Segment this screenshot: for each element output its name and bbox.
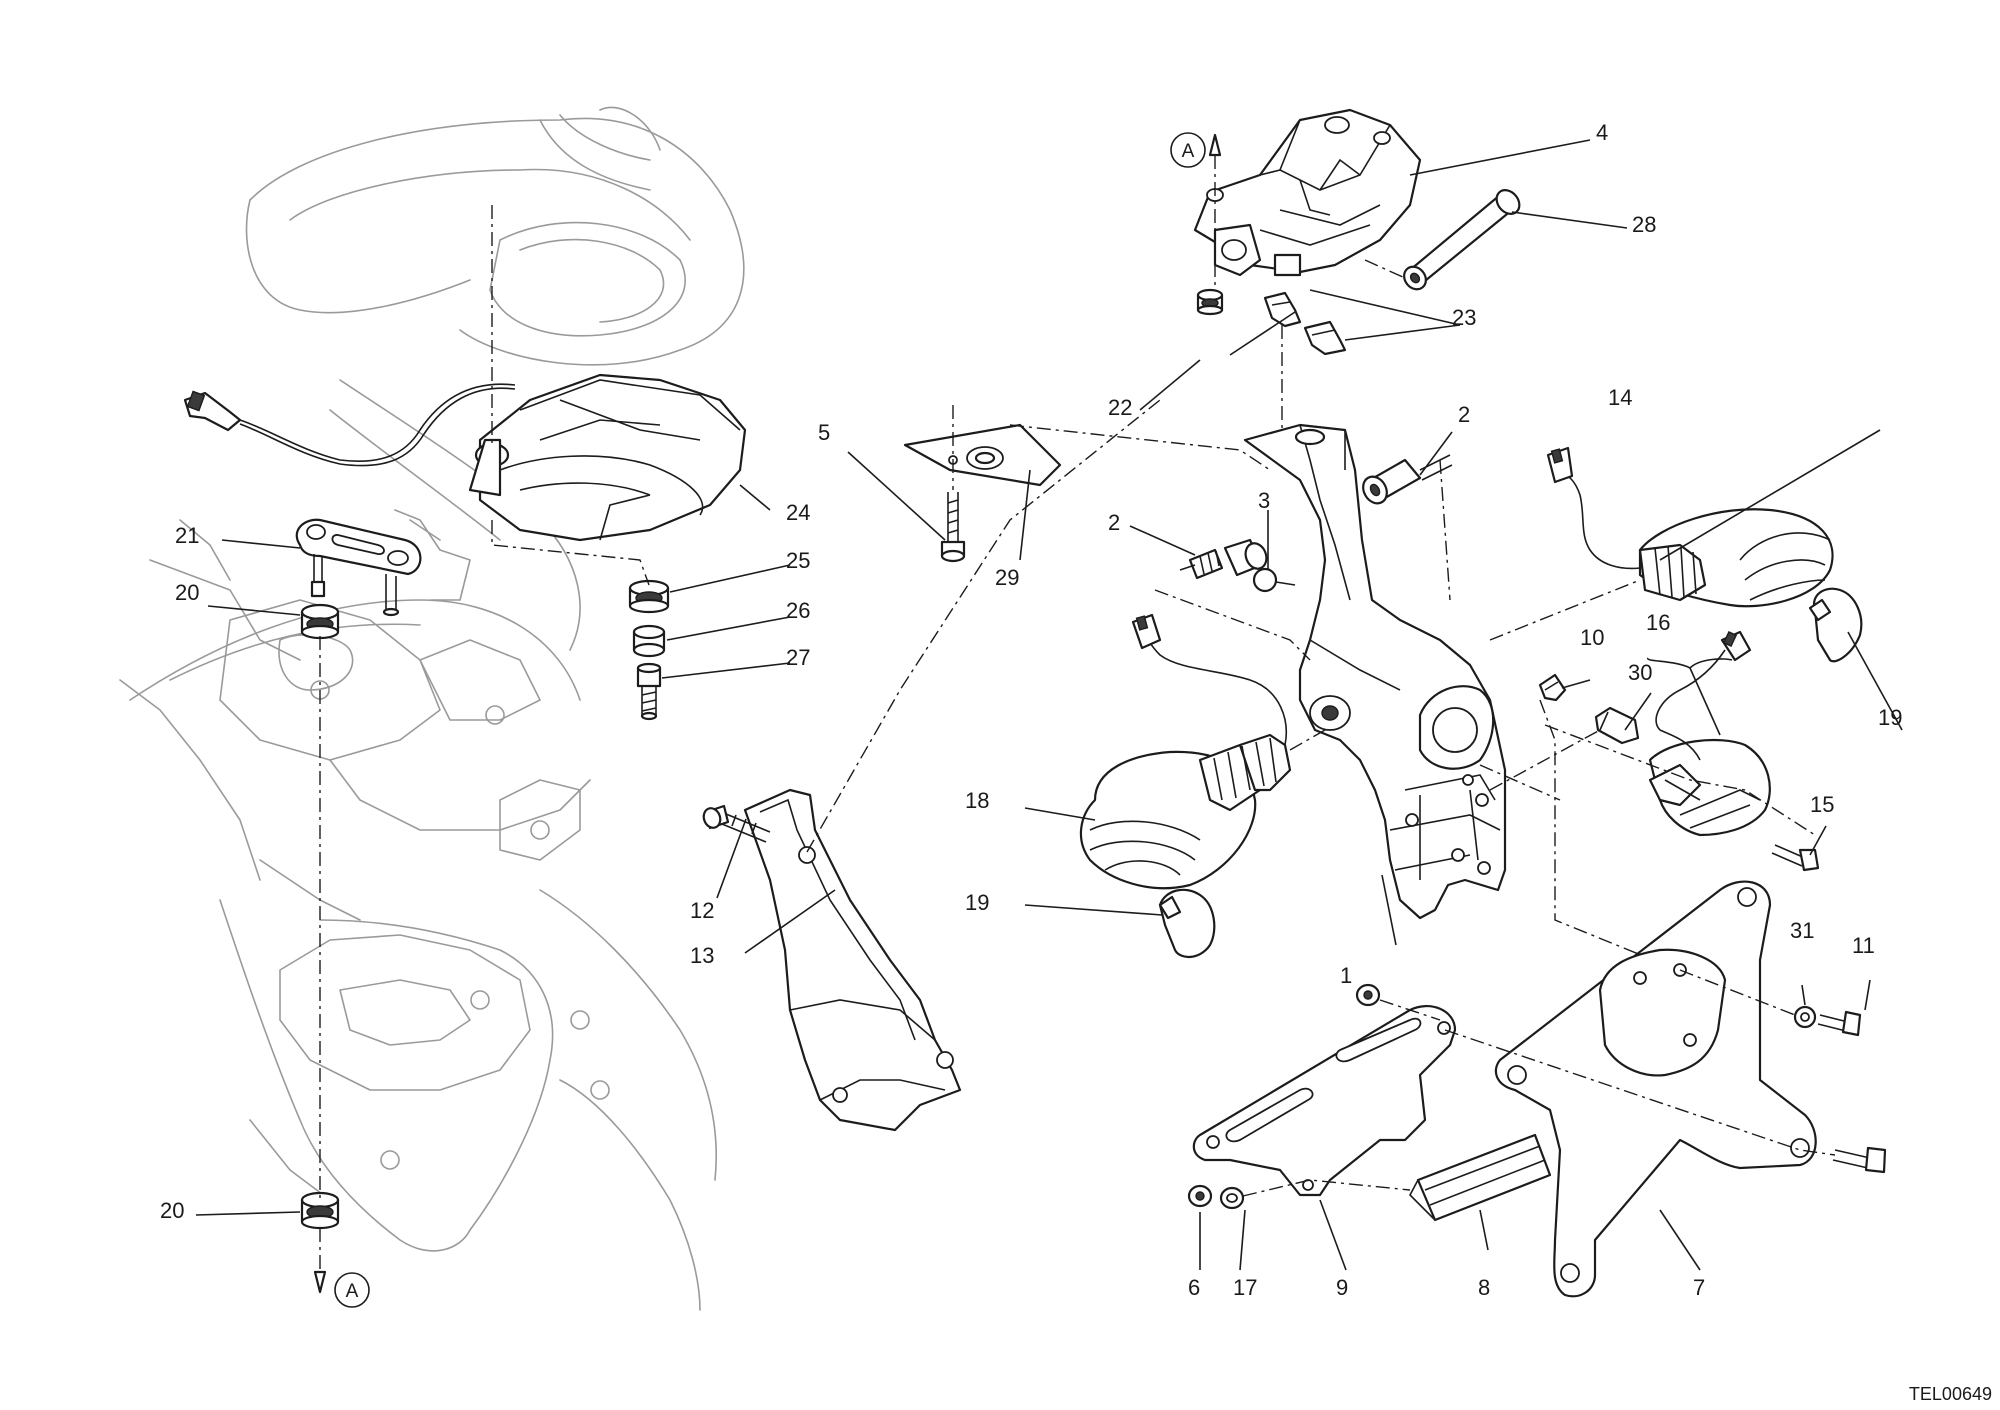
callout-21: 21: [175, 523, 199, 548]
callout-13: 13: [690, 943, 714, 968]
callout-14: 14: [1608, 385, 1632, 410]
grommet-upper-bracket-9: [1355, 983, 1381, 1007]
pin-28: [1403, 189, 1521, 291]
grommet-20-upper: [300, 603, 340, 640]
screw-27: [636, 662, 662, 721]
plate-29: [903, 423, 1062, 487]
assembly-line-13: [806, 399, 1161, 853]
callout-2-left: 2: [1108, 510, 1120, 535]
callout-27: 27: [786, 645, 810, 670]
tail-section-outline: [119, 106, 745, 1311]
callout-28: 28: [1632, 212, 1656, 237]
bolt-2-left: [1179, 538, 1268, 580]
drawing-reference-code: TEL00649: [1909, 1384, 1992, 1404]
bulb-19-right: [1808, 587, 1863, 663]
assembly-line-2-upper: [1439, 459, 1451, 601]
bulb-30: [1594, 706, 1640, 745]
screw-12: [702, 804, 771, 843]
turn-signal-14: [1546, 446, 1834, 608]
callout-4: 4: [1596, 120, 1608, 145]
assembly-line-28: [1364, 259, 1406, 279]
grommet-25: [628, 579, 670, 614]
callout-16: 16: [1646, 610, 1670, 635]
nut-6: [1187, 1184, 1213, 1208]
bracket-21: [295, 518, 422, 617]
callout-30: 30: [1628, 660, 1652, 685]
callout-26: 26: [786, 598, 810, 623]
screw-lower-7: [1832, 1146, 1887, 1174]
callout-12: 12: [690, 898, 714, 923]
assembly-line-31: [1679, 969, 1796, 1016]
reference-marker-a-top: A: [1170, 132, 1206, 168]
clip-10: [1538, 673, 1567, 702]
assembly-line-16: [1544, 724, 1816, 836]
screw-5: [940, 492, 966, 563]
assembly-line-10: [1539, 699, 1691, 976]
turn-signal-18: [1079, 613, 1292, 890]
assembly-line-9-7: [1444, 1029, 1836, 1156]
turn-signal-16: [1648, 630, 1771, 837]
callout-20-upper: 20: [175, 580, 199, 605]
callout-5: 5: [818, 420, 830, 445]
callout-31: 31: [1790, 918, 1814, 943]
callout-numbers: 1 2 2 3 4 5 6 7 8 9 10 11 12 13 14 15 16…: [160, 120, 1902, 1300]
reference-marker-a-bottom: A: [334, 1272, 370, 1308]
callout-22: 22: [1108, 395, 1132, 420]
tail-light-24: [468, 373, 747, 542]
callout-24: 24: [786, 500, 810, 525]
assembly-line-18: [1289, 729, 1326, 751]
assembly-line-9-upper: [1379, 999, 1441, 1021]
callout-18: 18: [965, 788, 989, 813]
callout-1: 1: [1340, 963, 1352, 988]
screw-15: [1771, 844, 1820, 872]
bolt-2-upper: [1362, 454, 1453, 505]
callout-9: 9: [1336, 1275, 1348, 1300]
arrow-a-left: [313, 1270, 327, 1294]
clips-23: [1263, 291, 1347, 356]
leader-lines: [195, 139, 1903, 1271]
grommet-22: [1196, 288, 1224, 316]
callout-29: 29: [995, 565, 1019, 590]
callout-8: 8: [1478, 1275, 1490, 1300]
callout-15: 15: [1810, 792, 1834, 817]
plate-support-frame-1: [1243, 423, 1507, 920]
callout-19-right: 19: [1878, 705, 1902, 730]
callout-25: 25: [786, 548, 810, 573]
spacer-26: [632, 624, 666, 658]
washer-17: [1219, 1186, 1245, 1210]
callout-2-upper: 2: [1458, 402, 1470, 427]
reflector-8: [1409, 1133, 1552, 1222]
assembly-line-taillight-bottom: [491, 520, 650, 586]
callout-23: 23: [1452, 305, 1476, 330]
cover-13: [743, 788, 962, 1132]
bracket-4: [1193, 108, 1422, 277]
washer-31: [1793, 1005, 1817, 1029]
assembly-line-30: [1489, 729, 1601, 791]
callout-11: 11: [1852, 933, 1875, 958]
callout-20-lower: 20: [160, 1198, 184, 1223]
bracket-9: [1192, 1005, 1457, 1197]
assembly-line-29-to-frame: [1009, 424, 1271, 471]
callout-6: 6: [1188, 1275, 1200, 1300]
tail-light-cable: [183, 383, 516, 467]
bulb-19-left: [1158, 888, 1216, 958]
arrow-a-right: [1208, 133, 1222, 157]
callout-17: 17: [1233, 1275, 1257, 1300]
fastener-3: [1252, 567, 1296, 593]
screw-11: [1817, 1010, 1862, 1037]
assembly-line-6-17: [1242, 1179, 1411, 1197]
svg-text:A: A: [346, 1281, 359, 1302]
callout-10: 10: [1580, 625, 1604, 650]
callout-19-left: 19: [965, 890, 989, 915]
svg-text:A: A: [1182, 141, 1195, 162]
plate-holder-7: [1494, 880, 1817, 1298]
callout-7: 7: [1693, 1275, 1705, 1300]
grommet-20-lower: [300, 1191, 340, 1230]
callout-3: 3: [1258, 488, 1270, 513]
assembly-line-2-left: [1154, 589, 1311, 661]
assembly-line-14: [1489, 579, 1641, 641]
